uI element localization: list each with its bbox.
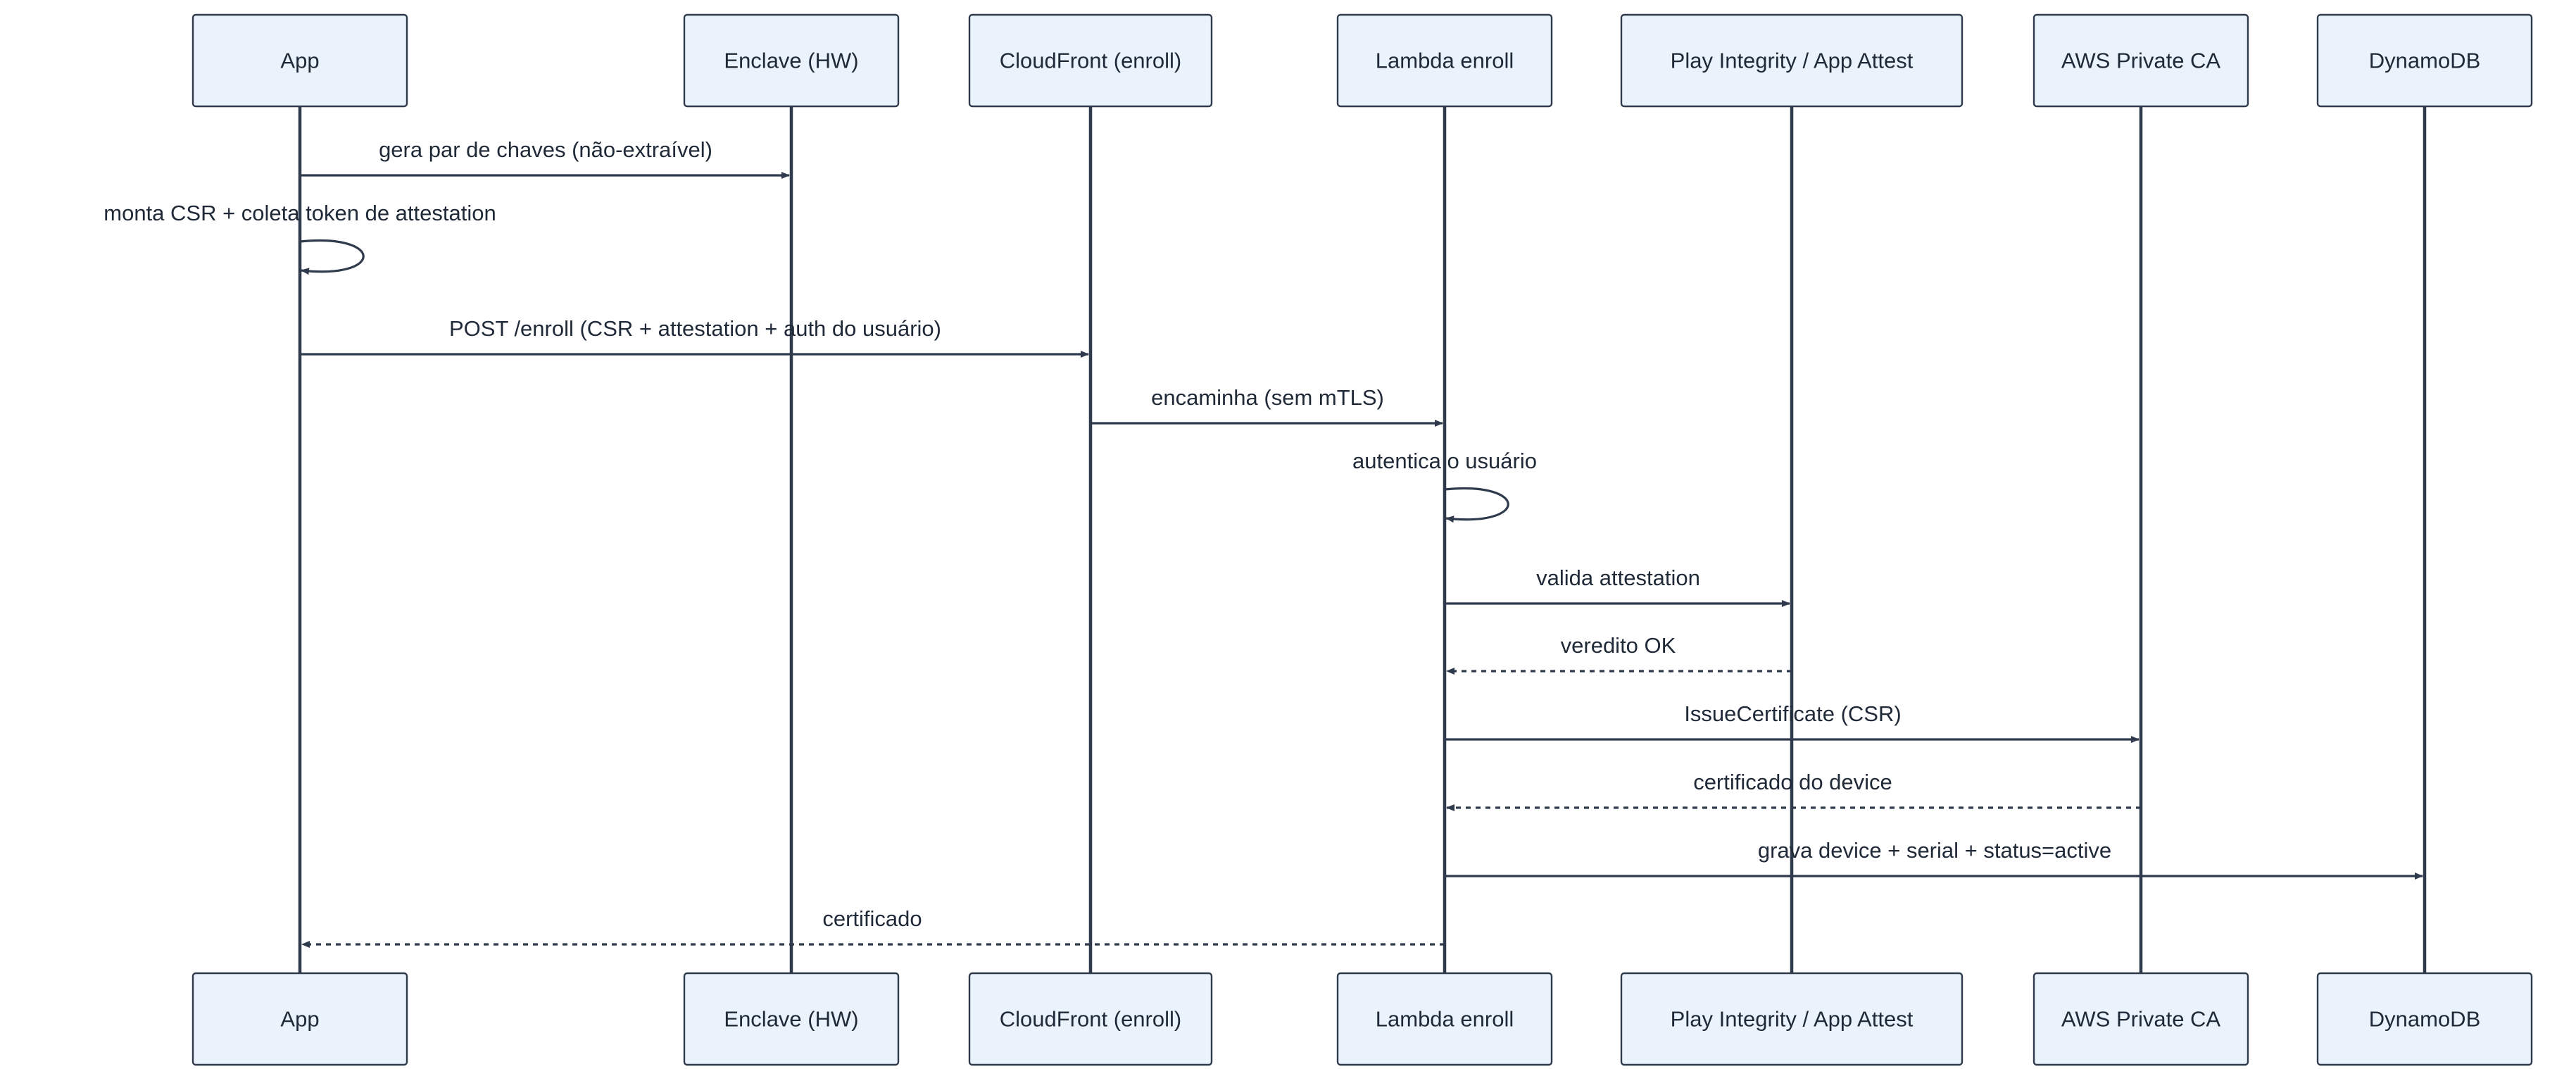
participant-box [968,972,1213,1066]
participant-label: Play Integrity / App Attest [1671,1007,1914,1032]
message-11: certificado [301,906,1445,948]
message-1: gera par de chaves (não-extraível) [300,137,790,179]
participant-attest-top: Play Integrity / App Attest [1620,13,1964,108]
participant-enclave-top: Enclave (HW) [683,13,900,108]
participant-box [191,972,408,1066]
message-label: POST /enroll (CSR + attestation + auth d… [449,316,941,341]
message-label: valida attestation [1536,565,1700,590]
participant-label: AWS Private CA [2061,49,2221,73]
participant-box [1336,13,1553,108]
participant-app-top: App [191,13,408,108]
participant-box [683,972,900,1066]
participant-pca-bottom: AWS Private CA [2032,972,2249,1066]
message-3: POST /enroll (CSR + attestation + auth d… [300,316,1089,358]
participant-box [2316,13,2533,108]
participant-label: Lambda enroll [1376,1007,1514,1032]
message-7: veredito OK [1446,633,1792,675]
message-label: grava device + serial + status=active [1758,838,2111,863]
participant-lambda-top: Lambda enroll [1336,13,1553,108]
message-label: autentica o usuário [1352,449,1537,473]
message-label: certificado [822,906,922,931]
message-label: IssueCertificate (CSR) [1684,701,1901,726]
message-label: encaminha (sem mTLS) [1151,385,1384,410]
participant-box [1620,972,1964,1066]
participant-cloudfront-top: CloudFront (enroll) [968,13,1213,108]
participant-label: CloudFront (enroll) [1000,49,1181,73]
participant-label: App [280,1007,319,1032]
message-8: IssueCertificate (CSR) [1445,701,2140,743]
message-label: gera par de chaves (não-extraível) [379,137,712,162]
message-5: autentica o usuário [1352,449,1537,523]
participant-lambda-bottom: Lambda enroll [1336,972,1553,1066]
participant-enclave-bottom: Enclave (HW) [683,972,900,1066]
participant-box [968,13,1213,108]
participant-pca-top: AWS Private CA [2032,13,2249,108]
participants-top: App Enclave (HW) CloudFront (enroll) Lambda… [191,13,2533,108]
participant-box [1336,972,1553,1066]
participant-attest-bottom: Play Integrity / App Attest [1620,972,1964,1066]
participant-box [1620,13,1964,108]
participant-label: Enclave (HW) [724,49,858,73]
participant-label: Enclave (HW) [724,1007,858,1032]
lifelines [298,106,2427,973]
message-6: valida attestation [1445,565,1790,607]
participant-label: DynamoDB [2369,1007,2481,1032]
participant-label: AWS Private CA [2061,1007,2221,1032]
message-label: monta CSR + coleta token de attestation [103,201,496,225]
participant-box [191,13,408,108]
participant-box [2032,972,2249,1066]
participant-dynamo-top: DynamoDB [2316,13,2533,108]
participant-app-bottom: App [191,972,408,1066]
participant-box [2316,972,2533,1066]
self-message-arrow [299,239,365,275]
participant-label: CloudFront (enroll) [1000,1007,1181,1032]
message-2: monta CSR + coleta token de attestation [103,201,496,275]
participant-label: App [280,49,319,73]
participant-cloudfront-bottom: CloudFront (enroll) [968,972,1213,1066]
participant-box [683,13,900,108]
participant-label: DynamoDB [2369,49,2481,73]
participant-box [2032,13,2249,108]
message-label: certificado do device [1693,770,1892,794]
participant-label: Play Integrity / App Attest [1671,49,1914,73]
message-label: veredito OK [1561,633,1676,658]
participants-bottom: App Enclave (HW) CloudFront (enroll) Lambda… [191,972,2533,1066]
participant-label: Lambda enroll [1376,49,1514,73]
message-4: encaminha (sem mTLS) [1091,385,1443,427]
messages: gera par de chaves (não-extraível) monta … [103,137,2423,948]
message-10: grava device + serial + status=active [1445,838,2423,880]
participant-dynamo-bottom: DynamoDB [2316,972,2533,1066]
message-9: certificado do device [1446,770,2141,811]
self-message-arrow [1444,487,1509,523]
